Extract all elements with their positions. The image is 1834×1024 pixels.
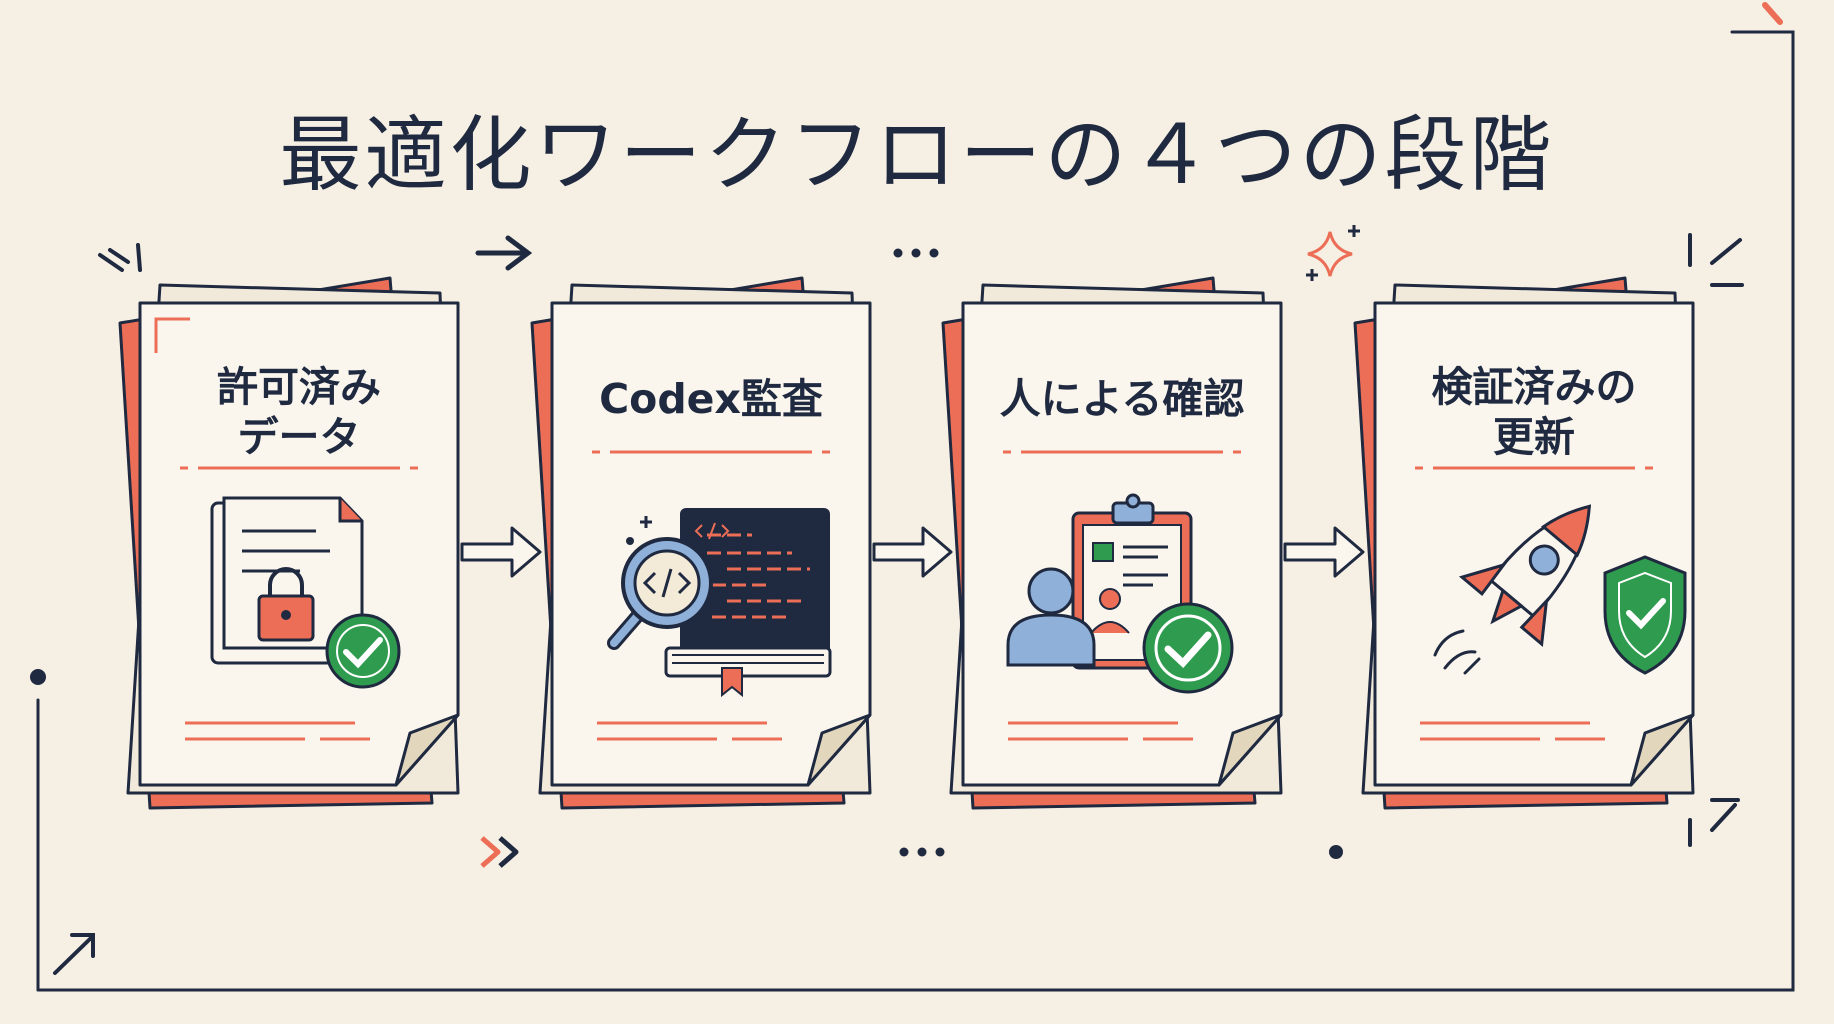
stage-card-3 bbox=[941, 276, 1283, 810]
frame-dot bbox=[30, 669, 46, 685]
spark-lines-bottom-right bbox=[1688, 798, 1740, 847]
connector-arrows bbox=[460, 526, 1365, 578]
corner-arrow-icon bbox=[53, 933, 95, 975]
corner-bracket bbox=[154, 317, 190, 353]
double-chevron-icon bbox=[480, 836, 519, 868]
placeholder-text-lines bbox=[597, 721, 782, 741]
connector-arrow-1 bbox=[460, 526, 542, 578]
placeholder-text-lines bbox=[1008, 721, 1193, 741]
folded-corner bbox=[1217, 713, 1283, 787]
ellipsis-bottom bbox=[899, 847, 945, 857]
arrow-right-icon bbox=[475, 235, 533, 271]
decorations bbox=[53, 233, 1744, 975]
bottom-dot bbox=[1329, 845, 1343, 859]
code-magnifier-book-icon bbox=[607, 508, 832, 698]
stage-label-4: 検証済みの更新 bbox=[1431, 363, 1637, 461]
folded-corner bbox=[1629, 713, 1695, 787]
ellipsis-top bbox=[893, 248, 939, 258]
placeholder-text-lines bbox=[185, 721, 370, 741]
stage-cards bbox=[118, 276, 1695, 810]
rocket-shield-icon bbox=[1433, 504, 1687, 675]
spark-lines-top-left bbox=[98, 243, 142, 272]
stage-card-2 bbox=[530, 276, 872, 810]
locked-document-check-icon bbox=[210, 496, 401, 689]
frame-lines bbox=[36, 2, 1795, 992]
folded-corner bbox=[806, 713, 872, 787]
stage-label-1: 許可済みデータ bbox=[217, 363, 381, 461]
stage-label-2: Codex監査 bbox=[599, 375, 823, 423]
stage-card-4 bbox=[1353, 276, 1695, 810]
stage-label-3: 人による確認 bbox=[999, 375, 1245, 423]
connector-arrow-3 bbox=[1283, 526, 1365, 578]
placeholder-text-lines bbox=[1420, 721, 1605, 741]
spark-lines-top-right bbox=[1688, 233, 1744, 287]
sparkle-icon bbox=[1306, 225, 1360, 281]
folded-corner bbox=[394, 713, 460, 787]
connector-arrow-2 bbox=[872, 526, 953, 578]
person-clipboard-check-icon bbox=[1006, 493, 1234, 694]
page-title: 最適化ワークフローの４つの段階 bbox=[279, 108, 1555, 203]
stage-card-1 bbox=[118, 276, 460, 810]
